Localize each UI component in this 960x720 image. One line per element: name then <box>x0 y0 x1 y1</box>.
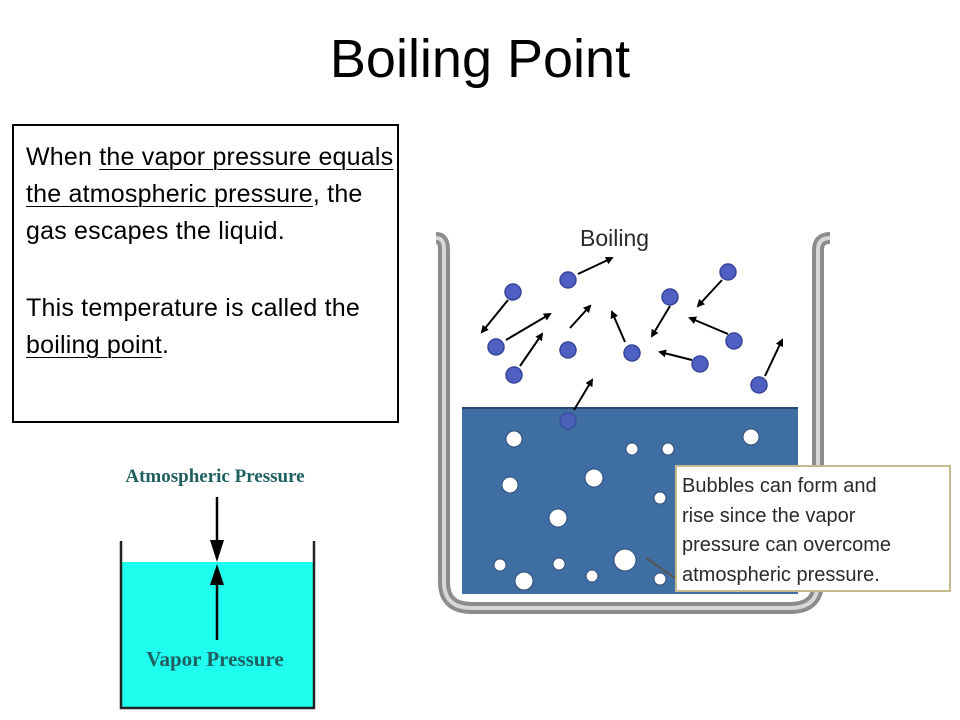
gas-molecule <box>559 271 577 289</box>
text-temperature-called: This temperature is called the <box>26 294 360 322</box>
callout-line-1: Bubbles can form and <box>682 475 877 497</box>
gas-molecule <box>559 412 577 430</box>
callout-pointer <box>645 557 679 581</box>
gas-molecule <box>661 288 679 306</box>
gas-molecule <box>750 376 768 394</box>
bubbles-callout: Bubbles can form and rise since the vapo… <box>645 465 951 592</box>
pressure-container-diagram: Atmospheric Pressure Vapor Pressure <box>119 466 316 710</box>
bubble <box>501 476 519 494</box>
bubble <box>742 428 760 446</box>
paragraph-vapor-pressure: When the vapor pressure equals the atmos… <box>26 139 397 250</box>
gas-molecule <box>559 341 577 359</box>
callout-line-3: pressure can overcome <box>682 534 891 556</box>
vapor-pressure-arrow <box>210 564 224 640</box>
bubble <box>505 430 523 448</box>
atmospheric-pressure-label: Atmospheric Pressure <box>125 466 304 487</box>
gas-molecule <box>719 263 737 281</box>
callout-line-2: rise since the vapor <box>682 505 856 527</box>
bubble <box>653 572 667 586</box>
text-when: When <box>26 143 100 171</box>
definition-textbox: When the vapor pressure equals the atmos… <box>12 124 399 423</box>
bubble <box>548 508 568 528</box>
gas-molecule <box>623 344 641 362</box>
bubble <box>584 468 604 488</box>
gas-molecules <box>487 263 768 430</box>
bubble <box>653 491 667 505</box>
gas-molecule <box>505 366 523 384</box>
container-walls <box>119 541 316 710</box>
gas-molecule <box>691 355 709 373</box>
page-title: Boiling Point <box>329 29 631 89</box>
bubble <box>661 442 675 456</box>
bubble <box>625 442 639 456</box>
text-period: . <box>162 331 170 359</box>
paragraph-boiling-point: This temperature is called the boiling p… <box>26 290 397 364</box>
callout-line-4: atmospheric pressure. <box>682 564 880 586</box>
callout-box <box>675 465 951 592</box>
underlined-vapor-pressure-phrase: the vapor pressure equals the atmospheri… <box>26 143 394 208</box>
molecule-motion-arrows <box>480 256 784 411</box>
gas-molecule <box>504 283 522 301</box>
bubble <box>613 548 637 572</box>
atmospheric-pressure-arrow <box>210 497 224 562</box>
bubble <box>493 558 507 572</box>
beaker-wall-highlight <box>435 236 831 610</box>
bubbles <box>493 428 760 591</box>
boiling-beaker-diagram: Boiling <box>435 225 951 614</box>
vapor-pressure-label: Vapor Pressure <box>146 647 283 671</box>
text-gas-escapes: , the gas escapes the liquid. <box>26 180 363 245</box>
boiling-label: Boiling <box>580 225 649 251</box>
underlined-boiling-point: boiling point <box>26 331 163 359</box>
bubble <box>514 571 534 591</box>
bubble <box>585 569 599 583</box>
bubble <box>552 557 566 571</box>
gas-molecule <box>725 332 743 350</box>
gas-molecule <box>487 338 505 356</box>
